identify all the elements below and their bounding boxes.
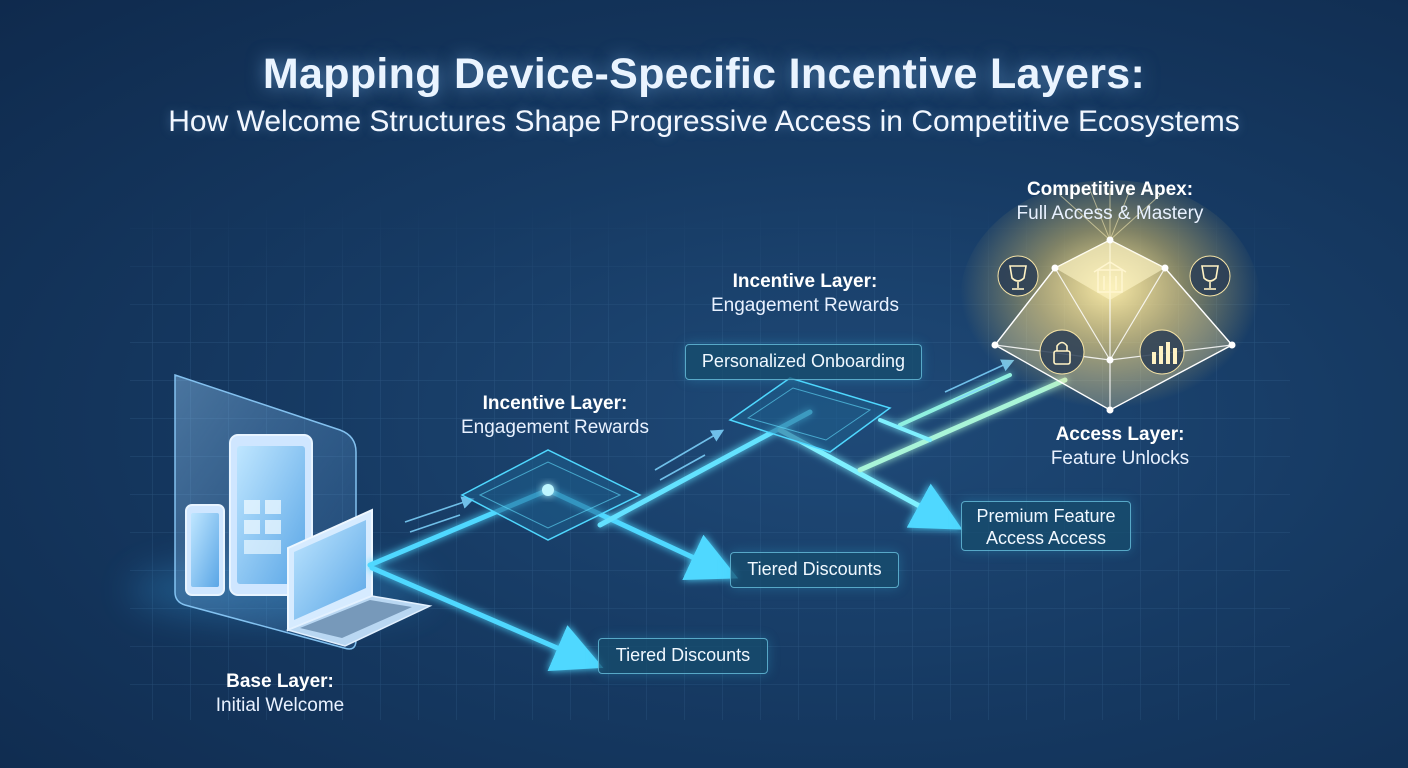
incentive-layer-1-heading: Incentive Layer: [482, 393, 628, 414]
apex-heading: Competitive Apex: [1026, 179, 1194, 200]
premium-feature-tag: Premium Feature Access Access [961, 501, 1131, 551]
incentive-layer-2-heading: Incentive Layer: [732, 271, 878, 292]
personalized-onboarding-tag: Personalized Onboarding [685, 344, 922, 380]
tiered-discounts-text-2: Tiered Discounts [615, 645, 751, 665]
apex-label: Competitive Apex: Full Access & Mastery [990, 178, 1230, 226]
incentive-platform-2 [728, 377, 892, 453]
base-layer-text: Initial Welcome [215, 694, 345, 716]
personalized-onboarding-text: Personalized Onboarding [701, 351, 906, 371]
lock-icon [1039, 329, 1085, 375]
incentive-layer-1-label: Incentive Layer: Engagement Rewards [440, 392, 670, 440]
base-layer-heading: Base Layer: [226, 671, 334, 692]
access-layer-heading: Access Layer: [1055, 424, 1185, 445]
page-subtitle: How Welcome Structures Shape Progressive… [168, 105, 1240, 138]
tiered-discounts-text-1: Tiered Discounts [747, 559, 882, 579]
trophy-icon [997, 255, 1039, 297]
motion-arrows [404, 359, 1015, 533]
apex-text: Full Access & Mastery [1016, 202, 1204, 224]
base-device-group [130, 373, 433, 650]
incentive-layer-1-text: Engagement Rewards [461, 416, 649, 438]
phone-icon [185, 504, 225, 596]
trophy-icon [1189, 255, 1231, 297]
incentive-layer-2-label: Incentive Layer: Engagement Rewards [690, 270, 920, 318]
premium-feature-text-1: Premium Feature [976, 506, 1116, 526]
incentive-platform-1 [460, 449, 642, 541]
premium-feature-text-2: Access Access [985, 528, 1107, 548]
laptop-icon [285, 508, 433, 647]
page-title: Mapping Device-Specific Incentive Layers… [262, 50, 1146, 98]
tiered-discounts-tag-2: Tiered Discounts [598, 638, 768, 674]
bar-chart-icon [1139, 329, 1185, 375]
base-layer-label: Base Layer: Initial Welcome [180, 670, 380, 718]
incentive-layer-2-text: Engagement Rewards [711, 294, 899, 316]
access-layer-text: Feature Unlocks [1050, 447, 1190, 469]
access-layer-label: Access Layer: Feature Unlocks [1020, 423, 1220, 471]
building-icon [1093, 261, 1127, 293]
tiered-discounts-tag-1: Tiered Discounts [730, 552, 899, 588]
